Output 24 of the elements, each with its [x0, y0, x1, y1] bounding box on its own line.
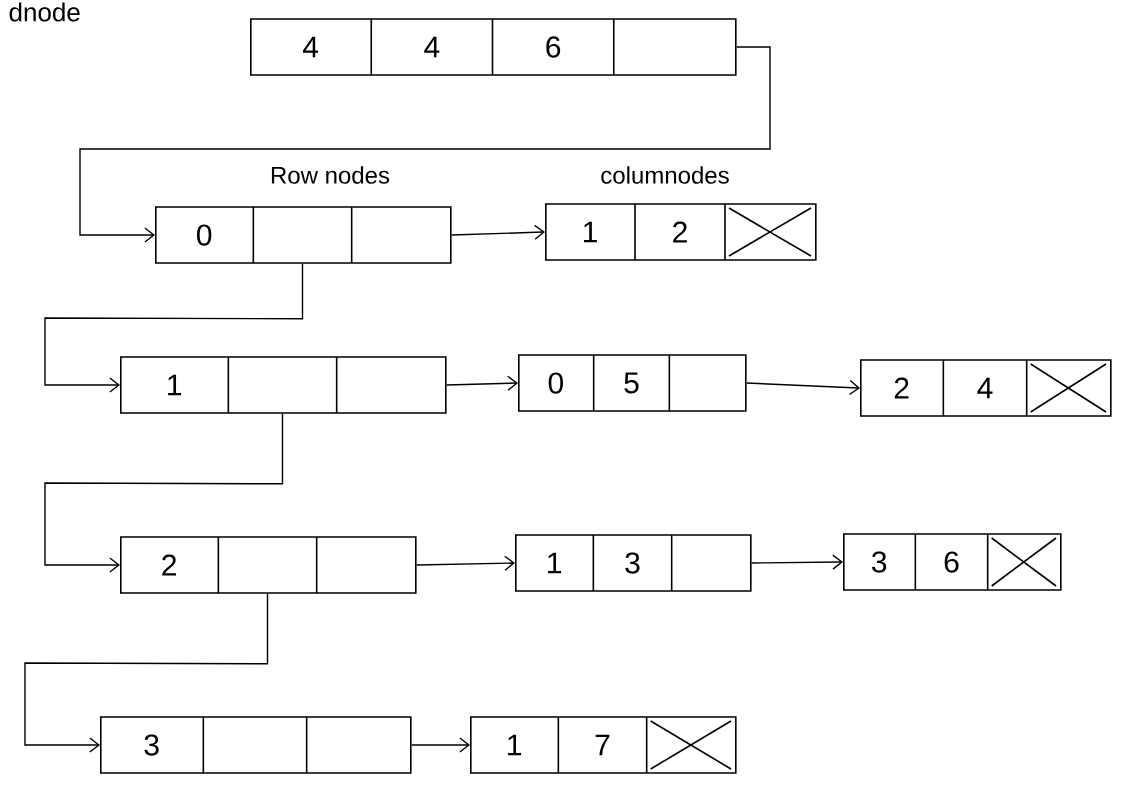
list-node: 2 [120, 536, 417, 594]
arrow [44, 413, 284, 573]
arrow [750, 554, 843, 570]
list-node: 0 5 [518, 354, 747, 412]
arrow [79, 46, 771, 243]
list-node: 3 6 [843, 533, 1062, 591]
arrow [450, 224, 545, 240]
arrow [415, 555, 515, 571]
list-node: 2 4 [860, 359, 1112, 417]
list-node: 1 2 [545, 203, 817, 261]
note-label: Row nodes [271, 166, 390, 184]
list-node: 1 [120, 356, 447, 414]
list-node: 1 3 [515, 534, 752, 592]
note-label: columnodes [601, 166, 729, 184]
list-node: 0 [155, 206, 452, 264]
arrow [445, 375, 518, 391]
arrow [24, 593, 269, 753]
note-label: dnode [9, 2, 80, 22]
list-node: 3 [100, 716, 412, 774]
list-node: 4 4 6 [250, 18, 737, 76]
arrow [44, 263, 304, 393]
arrow [410, 737, 470, 753]
arrow [745, 379, 860, 396]
list-node: 1 7 [470, 716, 737, 774]
